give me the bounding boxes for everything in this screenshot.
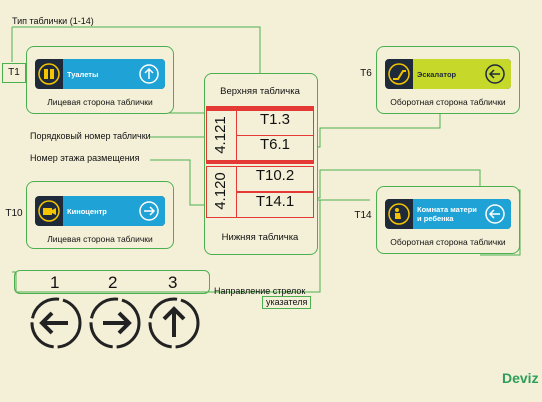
tag-t14: T14 bbox=[352, 207, 374, 225]
tag-t6: T6 bbox=[356, 65, 376, 83]
arrow-numbers-frame bbox=[14, 270, 210, 294]
upper-code1: T1.3 bbox=[236, 110, 314, 136]
escalator-icon bbox=[385, 59, 413, 89]
mother-child-name-line1: Комната матери bbox=[417, 205, 477, 214]
arrow-up-icon bbox=[133, 59, 165, 89]
mother-child-sign-frame: Комната матери и ребенка Оборотная сторо… bbox=[376, 186, 520, 254]
lower-code2: T14.1 bbox=[236, 192, 314, 218]
cinema-sign-frame: Киноцентр Лицевая сторона таблички bbox=[26, 181, 174, 249]
type-title: Тип таблички (1-14) bbox=[12, 16, 94, 26]
upper-plate-top-bar bbox=[206, 106, 314, 110]
toilets-icon bbox=[35, 59, 63, 89]
arrow-left-large-icon bbox=[30, 297, 82, 349]
toilets-caption: Лицевая сторона таблички bbox=[47, 97, 153, 107]
escalator-sign-name: Эскалатор bbox=[413, 59, 479, 89]
arrow-right-icon bbox=[133, 196, 165, 226]
brand-logo: Deviz bbox=[502, 370, 539, 386]
upper-floor-number: 4.121 bbox=[212, 116, 229, 154]
cinema-sign-name: Киноцентр bbox=[63, 196, 133, 226]
camera-icon bbox=[35, 196, 63, 226]
toilets-sign: Туалеты bbox=[35, 59, 165, 89]
mother-child-sign: Комната матери и ребенка bbox=[385, 199, 511, 229]
upper-code2: T6.1 bbox=[236, 135, 314, 161]
upper-plate-label: Верхняя табличка bbox=[220, 86, 300, 97]
cinema-caption: Лицевая сторона таблички bbox=[47, 234, 153, 244]
serial-number-label: Порядковый номер таблички bbox=[30, 131, 151, 141]
arrow-number-3: 3 bbox=[168, 273, 178, 292]
arrow-number-1: 1 bbox=[50, 273, 60, 292]
plates-divider-bar bbox=[206, 160, 314, 164]
plates-frame bbox=[204, 73, 318, 255]
mother-child-caption: Оборотная сторона таблички bbox=[390, 237, 506, 247]
lower-code1: T10.2 bbox=[236, 166, 314, 192]
floor-number-label: Номер этажа размещения bbox=[30, 153, 140, 163]
lower-floor-number: 4.120 bbox=[212, 172, 229, 210]
lower-plate-label: Нижняя табличка bbox=[221, 232, 299, 243]
escalator-sign: Эскалатор bbox=[385, 59, 511, 89]
toilets-sign-name: Туалеты bbox=[63, 59, 133, 89]
toilets-sign-frame: Туалеты Лицевая сторона таблички bbox=[26, 46, 174, 114]
tag-t1: T1 bbox=[2, 63, 26, 83]
mother-child-name-line2: и ребенка bbox=[417, 214, 454, 223]
arrow-direction-label-1: Направление стрелок bbox=[214, 286, 306, 296]
escalator-sign-frame: Эскалатор Оборотная сторона таблички bbox=[376, 46, 520, 114]
arrow-direction-label-2: указателя bbox=[262, 296, 312, 309]
mother-child-sign-name: Комната матери и ребенка bbox=[413, 199, 479, 229]
mother-child-icon bbox=[385, 199, 413, 229]
arrow-left-icon bbox=[479, 59, 511, 89]
arrow-left-icon bbox=[479, 199, 511, 229]
tag-t10: T10 bbox=[2, 205, 26, 223]
escalator-caption: Оборотная сторона таблички bbox=[390, 97, 506, 107]
cinema-sign: Киноцентр bbox=[35, 196, 165, 226]
arrow-number-2: 2 bbox=[108, 273, 118, 292]
arrow-right-large-icon bbox=[89, 297, 141, 349]
arrow-up-large-icon bbox=[148, 297, 200, 349]
